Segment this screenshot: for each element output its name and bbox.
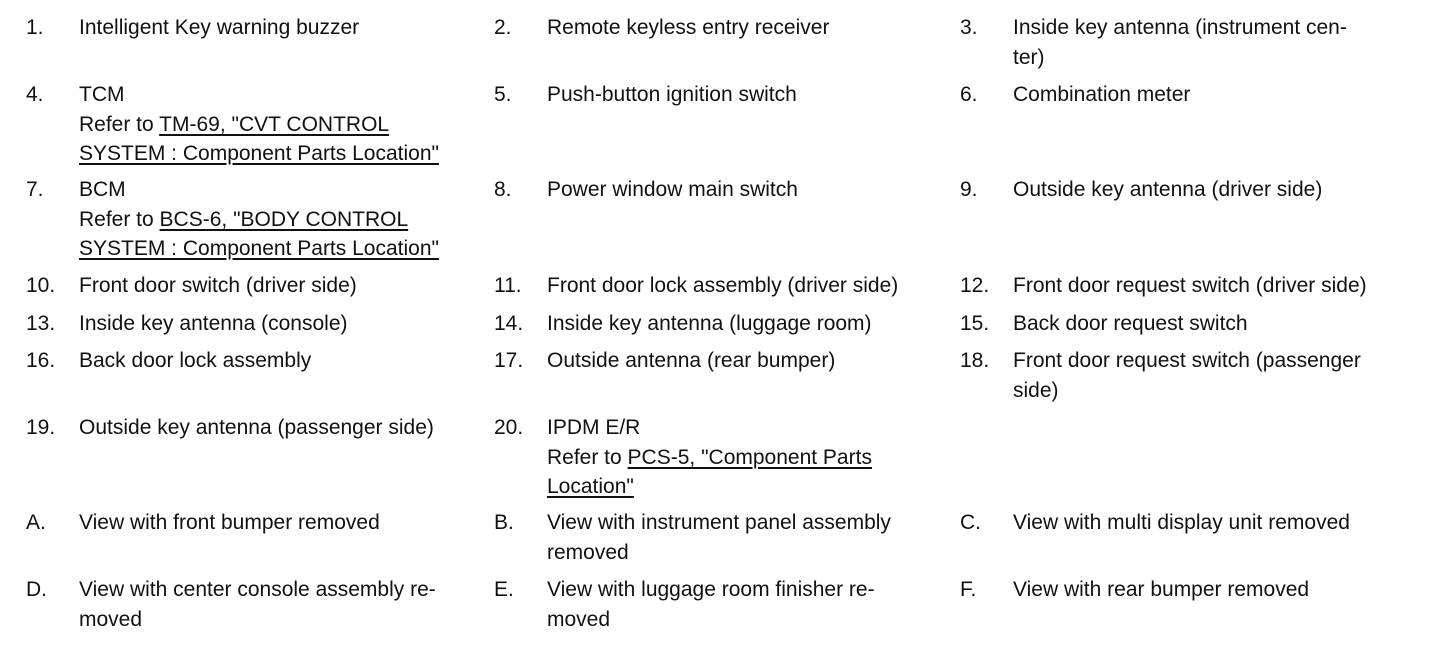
item-number: 18.	[960, 349, 990, 372]
item-label: View with front bumper removed	[79, 511, 380, 534]
refer-to-label: Refer to	[547, 445, 628, 469]
item-label-continued: ter)	[1013, 45, 1045, 69]
item-label: View with instrument panel assembly	[547, 511, 891, 534]
item-label: Combination meter	[1013, 83, 1191, 106]
reference-link-continued[interactable]: SYSTEM : Component Parts Location"	[79, 142, 439, 165]
item-letter: C.	[960, 511, 981, 534]
item-label-continued: moved	[79, 607, 143, 631]
item-label: Intelligent Key warning buzzer	[79, 16, 360, 39]
item-label: Outside key antenna (passenger side)	[79, 416, 434, 439]
item-label: Front door request switch (driver side)	[1013, 274, 1367, 297]
refer-to-label: Refer to	[79, 207, 160, 231]
item-label-continued: removed	[547, 540, 629, 564]
reference-link[interactable]: TM-69, "CVT CONTROL	[159, 112, 390, 136]
item-label: View with rear bumper removed	[1013, 578, 1310, 601]
item-number: 17.	[494, 349, 524, 372]
item-number: 14.	[494, 312, 524, 335]
reference-line: Refer to BCS-6, "BODY CONTROL	[79, 205, 489, 235]
item-letter: F.	[960, 578, 977, 601]
item-number: 7.	[26, 178, 44, 201]
item-number: 3.	[960, 16, 978, 39]
item-number: 4.	[26, 83, 44, 106]
item-label: Back door lock assembly	[79, 349, 312, 372]
item-number: 2.	[494, 16, 512, 39]
item-letter: B.	[494, 511, 514, 534]
item-number: 5.	[494, 83, 512, 106]
item-number: 10.	[26, 274, 56, 297]
item-letter: A.	[26, 511, 46, 534]
item-label: BCM	[79, 178, 126, 201]
item-label: View with center console assembly re-	[79, 578, 436, 601]
item-number: 19.	[26, 416, 56, 439]
item-label: View with luggage room finisher re-	[547, 578, 875, 601]
item-letter: D.	[26, 578, 47, 601]
item-label: Front door lock assembly (driver side)	[547, 274, 899, 297]
reference-link-continued[interactable]: Location"	[547, 475, 634, 498]
item-label: Inside key antenna (console)	[79, 312, 348, 335]
item-label: Inside key antenna (luggage room)	[547, 312, 872, 335]
item-label-continued: moved	[547, 607, 611, 631]
item-label: Remote keyless entry receiver	[547, 16, 830, 39]
reference-line: Refer to PCS-5, "Component Parts	[547, 443, 957, 473]
item-label: Power window main switch	[547, 178, 798, 201]
item-label: TCM	[79, 83, 125, 106]
item-number: 16.	[26, 349, 56, 372]
item-label: IPDM E/R	[547, 416, 641, 439]
item-number: 20.	[494, 416, 524, 439]
item-number: 8.	[494, 178, 512, 201]
item-label: Outside antenna (rear bumper)	[547, 349, 836, 372]
item-letter: E.	[494, 578, 514, 601]
item-label: Back door request switch	[1013, 312, 1248, 335]
refer-to-label: Refer to	[79, 112, 160, 136]
item-label: Outside key antenna (driver side)	[1013, 178, 1323, 201]
reference-link[interactable]: BCS-6, "BODY CONTROL	[159, 207, 409, 231]
reference-line: Refer to TM-69, "CVT CONTROL	[79, 110, 489, 140]
item-number: 13.	[26, 312, 56, 335]
item-number: 11.	[494, 274, 522, 297]
item-label: View with multi display unit removed	[1013, 511, 1350, 534]
item-number: 9.	[960, 178, 978, 201]
item-label: Push-button ignition switch	[547, 83, 797, 106]
reference-link[interactable]: PCS-5, "Component Parts	[627, 445, 872, 469]
item-number: 12.	[960, 274, 990, 297]
item-label: Inside key antenna (instrument cen-	[1013, 16, 1347, 39]
item-label-continued: side)	[1013, 378, 1059, 402]
reference-link-continued[interactable]: SYSTEM : Component Parts Location"	[79, 237, 439, 260]
item-number: 1.	[26, 16, 44, 39]
item-label: Front door request switch (passenger	[1013, 349, 1361, 372]
item-number: 6.	[960, 83, 978, 106]
item-label: Front door switch (driver side)	[79, 274, 357, 297]
item-number: 15.	[960, 312, 990, 335]
